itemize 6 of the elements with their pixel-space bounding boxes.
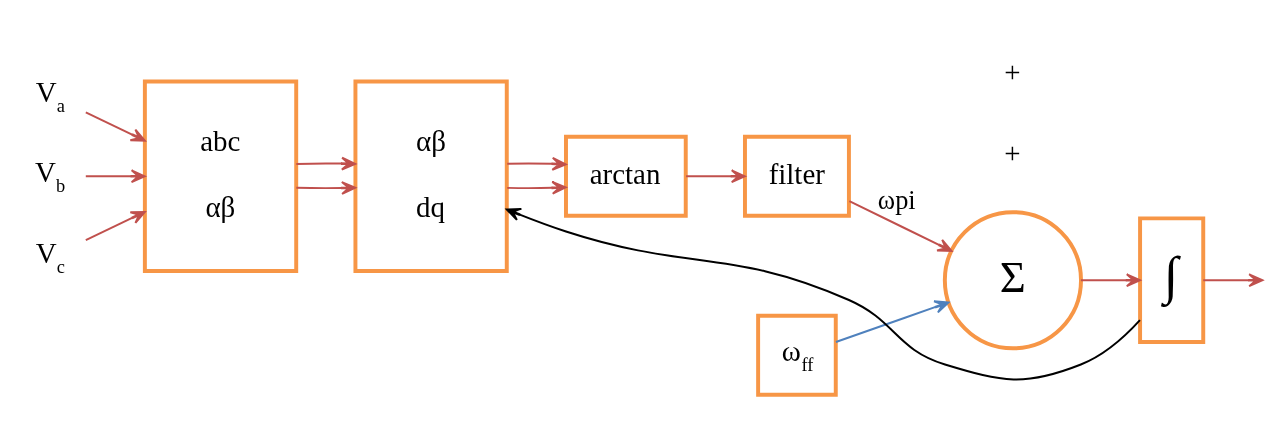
label: + [1004, 55, 1021, 88]
edge-label: ωpi [877, 185, 916, 215]
node-text: V$_{a}$ [35, 75, 65, 116]
node-text: V$_{c}$ [35, 236, 65, 277]
label: + [1004, 136, 1021, 169]
node-text: V$_{b}$ [34, 155, 66, 196]
